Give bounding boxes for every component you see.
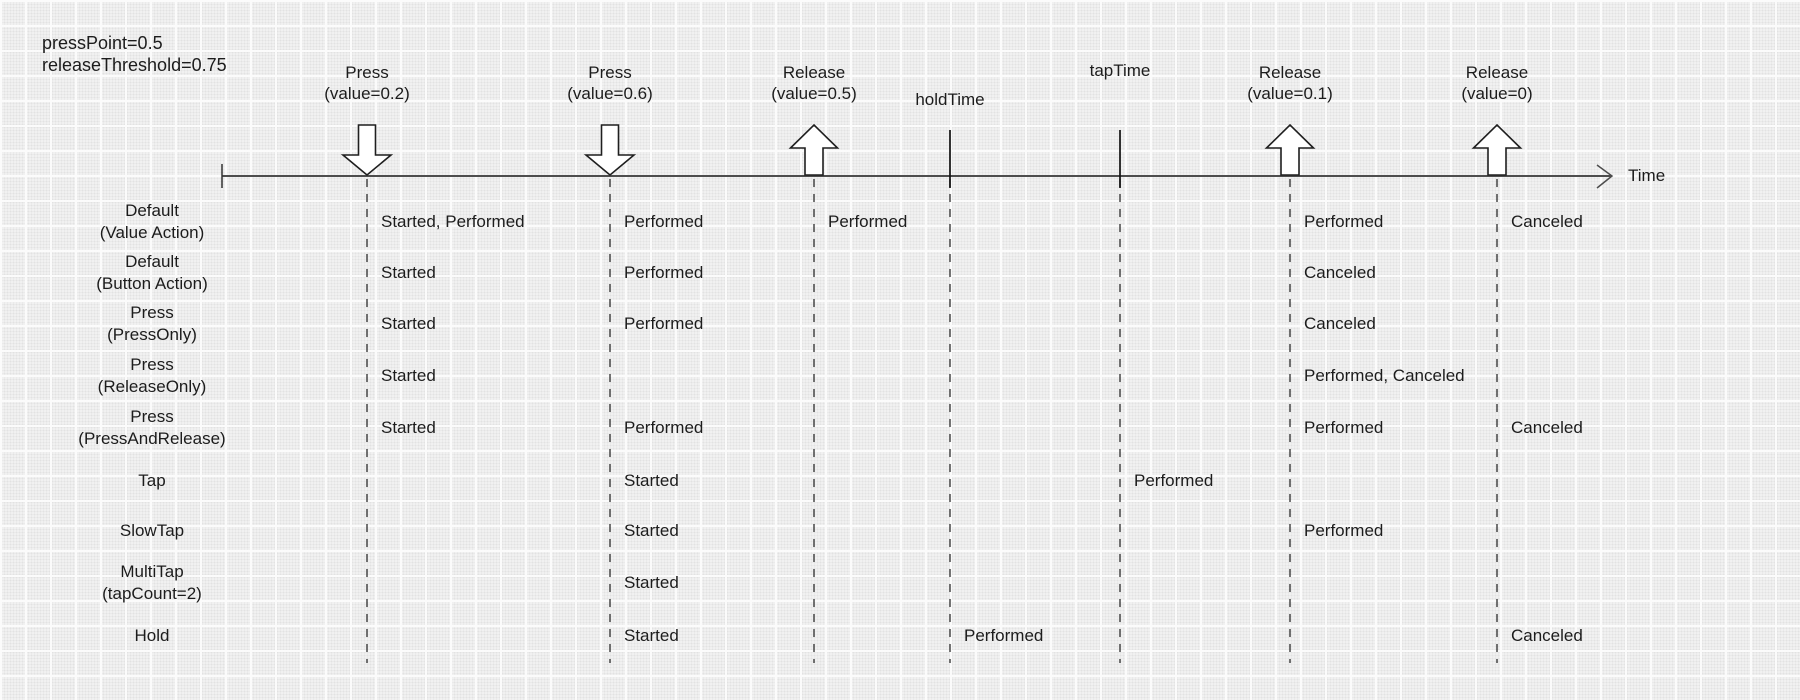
event-press-press-and-release-release-value-0.1: Performed — [1304, 418, 1384, 437]
release-value-0.5-label-line: Release — [782, 63, 846, 82]
event-default-value-action-release-value-0: Canceled — [1511, 212, 1583, 231]
press-value-0.6-down-arrow-icon — [583, 124, 637, 177]
row-label-press-press-and-release-line: Press — [130, 407, 174, 426]
release-value-0.1-up-arrow-icon — [1264, 123, 1316, 176]
release-value-0.5-up-arrow-icon — [788, 123, 840, 176]
press-value-0.2-label-line: (value=0.2) — [324, 84, 410, 103]
event-hold-hold-time: Performed — [964, 626, 1044, 645]
press-value-0.6-label-line: (value=0.6) — [567, 84, 653, 103]
event-default-button-action-press-value-0.6: Performed — [624, 263, 704, 282]
event-multi-tap-press-value-0.6: Started — [624, 573, 679, 592]
row-label-press-press-and-release: Press (PressAndRelease) — [22, 406, 282, 450]
row-label-press-press-only: Press (PressOnly) — [22, 302, 282, 346]
event-default-button-action-press-value-0.2: Started — [381, 263, 436, 282]
event-default-value-action-release-value-0.5: Performed — [828, 212, 908, 231]
row-label-default-button-action-line: (Button Action) — [96, 274, 208, 293]
release-value-0.5-label-line: (value=0.5) — [771, 84, 857, 103]
row-label-multi-tap-line: MultiTap — [120, 562, 184, 581]
release-value-0.1-label: Release (value=0.1) — [1247, 62, 1333, 104]
release-value-0-label-line: (value=0) — [1461, 84, 1533, 103]
event-press-release-only-press-value-0.2: Started — [381, 366, 436, 385]
event-hold-release-value-0: Canceled — [1511, 626, 1583, 645]
row-label-slow-tap-line: SlowTap — [119, 521, 185, 540]
press-point-value: pressPoint=0.5 — [42, 33, 163, 53]
event-press-press-and-release-press-value-0.6: Performed — [624, 418, 704, 437]
event-default-button-action-release-value-0.1: Canceled — [1304, 263, 1376, 282]
row-label-default-value-action-line: Default — [125, 201, 179, 220]
event-hold-press-value-0.6: Started — [624, 626, 679, 645]
event-press-release-only-release-value-0.1: Performed, Canceled — [1304, 366, 1465, 385]
row-label-default-value-action: Default (Value Action) — [22, 200, 282, 244]
press-value-0.6-label-line: Press — [588, 63, 632, 82]
event-slow-tap-press-value-0.6: Started — [624, 521, 679, 540]
tap-time-label: tapTime — [1090, 60, 1151, 81]
release-value-0-up-arrow-icon — [1471, 123, 1523, 176]
hold-time-label: holdTime — [915, 89, 984, 110]
event-default-value-action-press-value-0.2: Started, Performed — [381, 212, 525, 231]
press-value-0.2-label: Press (value=0.2) — [324, 62, 410, 104]
event-tap-tap-time: Performed — [1134, 471, 1214, 490]
row-label-press-release-only: Press (ReleaseOnly) — [22, 354, 282, 398]
axis-arrowhead-icon — [1596, 164, 1614, 189]
row-label-press-release-only-line: (ReleaseOnly) — [97, 377, 207, 396]
row-label-tap: Tap — [22, 470, 282, 492]
event-press-press-and-release-release-value-0: Canceled — [1511, 418, 1583, 437]
row-label-hold-line: Hold — [134, 626, 170, 645]
release-value-0-label-line: Release — [1465, 63, 1529, 82]
press-value-0.2-down-arrow-icon — [340, 124, 394, 177]
row-label-press-press-and-release-line: (PressAndRelease) — [78, 429, 226, 448]
parameter-annotation: pressPoint=0.5 releaseThreshold=0.75 — [42, 32, 227, 76]
time-axis-label: Time — [1628, 166, 1666, 185]
release-value-0.1-label-line: (value=0.1) — [1247, 84, 1333, 103]
row-label-press-release-only-line: Press — [130, 355, 174, 374]
row-label-press-press-only-line: Press — [130, 303, 174, 322]
release-value-0.1-label-line: Release — [1258, 63, 1322, 82]
row-label-default-value-action-line: (Value Action) — [99, 223, 205, 242]
row-label-hold: Hold — [22, 625, 282, 647]
release-value-0-label: Release (value=0) — [1461, 62, 1532, 104]
event-press-press-and-release-press-value-0.2: Started — [381, 418, 436, 437]
row-label-press-press-only-line: (PressOnly) — [107, 325, 197, 344]
row-label-default-button-action: Default (Button Action) — [22, 251, 282, 295]
event-press-press-only-press-value-0.6: Performed — [624, 314, 704, 333]
event-slow-tap-release-value-0.1: Performed — [1304, 521, 1384, 540]
event-default-value-action-release-value-0.1: Performed — [1304, 212, 1384, 231]
row-label-multi-tap-line: (tapCount=2) — [102, 584, 202, 603]
row-label-slow-tap: SlowTap — [22, 520, 282, 542]
row-label-multi-tap: MultiTap (tapCount=2) — [22, 561, 282, 605]
press-value-0.6-label: Press (value=0.6) — [567, 62, 653, 104]
release-threshold-value: releaseThreshold=0.75 — [42, 55, 227, 75]
row-label-tap-line: Tap — [138, 471, 166, 490]
press-value-0.2-label-line: Press — [345, 63, 389, 82]
event-press-press-only-release-value-0.1: Canceled — [1304, 314, 1376, 333]
row-label-default-button-action-line: Default — [125, 252, 179, 271]
hold-time-label-line: holdTime — [915, 90, 985, 109]
release-value-0.5-label: Release (value=0.5) — [771, 62, 857, 104]
event-press-press-only-press-value-0.2: Started — [381, 314, 436, 333]
event-default-value-action-press-value-0.6: Performed — [624, 212, 704, 231]
event-tap-press-value-0.6: Started — [624, 471, 679, 490]
tap-time-label-line: tapTime — [1089, 61, 1151, 80]
